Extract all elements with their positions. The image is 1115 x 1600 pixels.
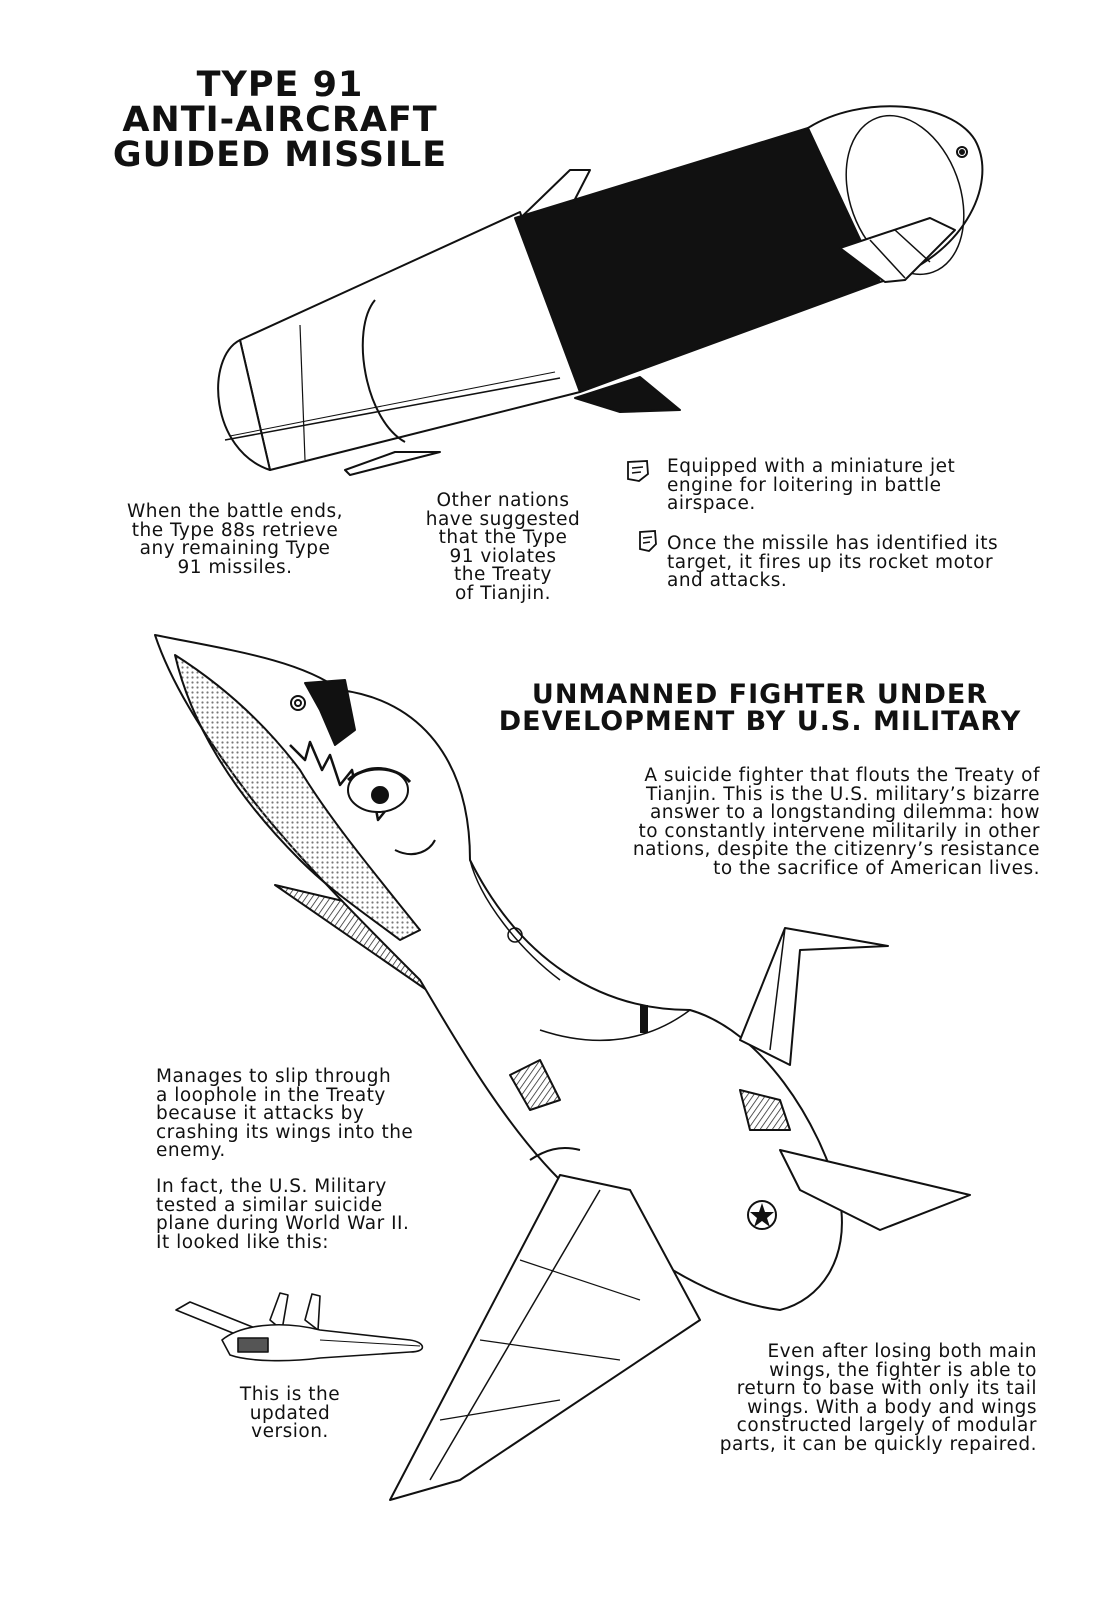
unmanned-fighter-drawing	[154, 634, 971, 1501]
caption-treaty: Other nations have suggested that the Ty…	[408, 490, 598, 604]
caption-line: Even after losing both main	[767, 1341, 1037, 1362]
caption-line: and attacks.	[667, 570, 788, 591]
caption-line: wings, the fighter is able to	[769, 1359, 1037, 1381]
caption-line: It looked like this:	[156, 1231, 330, 1253]
note-icon	[639, 530, 657, 552]
caption-line: A suicide fighter that flouts the Treaty…	[644, 765, 1040, 786]
missile-title-line: TYPE 91	[196, 65, 364, 105]
caption-line: Tianjin. This is the U.S. military’s biz…	[646, 783, 1040, 805]
caption-line: constructed largely of modular	[736, 1415, 1037, 1436]
caption-line: target, it fires up its rocket motor	[667, 551, 994, 573]
caption-line: answer to a longstanding dilemma: how	[649, 802, 1040, 823]
caption-line: of Tianjin.	[454, 582, 552, 604]
fighter-title-line: DEVELOPMENT BY U.S. MILITARY	[498, 706, 1022, 737]
caption-repair: Even after losing both main wings, the f…	[680, 1341, 1037, 1455]
caption-line: that the Type	[438, 527, 568, 548]
caption-line: airspace.	[667, 493, 756, 514]
caption-retrieve: When the battle ends, the Type 88s retri…	[100, 501, 370, 578]
wwii-suicide-plane-drawing	[175, 1292, 424, 1362]
fighter-title-line: UNMANNED FIGHTER UNDER	[531, 679, 989, 710]
caption-line: version.	[251, 1421, 329, 1442]
note-jet: Equipped with a miniature jet engine for…	[667, 456, 1007, 514]
caption-line: In fact, the U.S. Military	[156, 1176, 387, 1197]
caption-line: return to base with only its tail	[736, 1378, 1037, 1399]
caption-line: Once the missile has identified its	[667, 533, 999, 554]
note-rocket: Once the missile has identified its targ…	[667, 533, 1047, 591]
caption-line: updated	[249, 1402, 331, 1424]
caption-line: to constantly intervene militarily in ot…	[638, 820, 1040, 842]
caption-suicide-fighter: A suicide fighter that flouts the Treaty…	[590, 765, 1040, 879]
caption-line: Manages to slip through	[156, 1066, 392, 1087]
caption-line: 91 missiles.	[177, 556, 293, 578]
caption-line: because it attacks by	[156, 1103, 365, 1124]
caption-line: enemy.	[156, 1140, 226, 1161]
caption-line: the Treaty	[454, 564, 552, 585]
caption-loophole: Manages to slip through a loophole in th…	[156, 1066, 456, 1161]
caption-line: Equipped with a miniature jet	[667, 456, 956, 477]
caption-line: parts, it can be quickly repaired.	[719, 1433, 1037, 1455]
caption-line: engine for loitering in battle	[667, 474, 942, 496]
fighter-title: UNMANNED FIGHTER UNDER DEVELOPMENT BY U.…	[470, 681, 1050, 735]
caption-line: plane during World War II.	[156, 1213, 410, 1234]
caption-line: tested a similar suicide	[156, 1194, 383, 1216]
caption-line: Other nations	[436, 490, 570, 511]
caption-wwii: In fact, the U.S. Military tested a simi…	[156, 1176, 456, 1253]
caption-line: When the battle ends,	[126, 501, 344, 522]
caption-line: nations, despite the citizenry’s resista…	[632, 839, 1040, 860]
missile-title: TYPE 91 ANTI-AIRCRAFT GUIDED MISSILE	[80, 68, 480, 173]
caption-updated: This is the updated version.	[210, 1384, 370, 1442]
note-icon	[627, 460, 649, 482]
caption-line: wings. With a body and wings	[747, 1396, 1037, 1418]
caption-line: 91 violates	[449, 545, 557, 567]
caption-line: to the sacrifice of American lives.	[713, 857, 1040, 879]
type-91-missile-drawing	[217, 105, 984, 476]
caption-line: a loophole in the Treaty	[156, 1084, 386, 1106]
missile-title-line: ANTI-AIRCRAFT	[122, 100, 438, 140]
caption-line: any remaining Type	[139, 538, 331, 559]
caption-line: the Type 88s retrieve	[131, 519, 339, 541]
caption-line: have suggested	[425, 508, 581, 530]
caption-line: This is the	[239, 1384, 341, 1405]
caption-line: crashing its wings into the	[156, 1121, 414, 1143]
missile-title-line: GUIDED MISSILE	[112, 135, 448, 175]
